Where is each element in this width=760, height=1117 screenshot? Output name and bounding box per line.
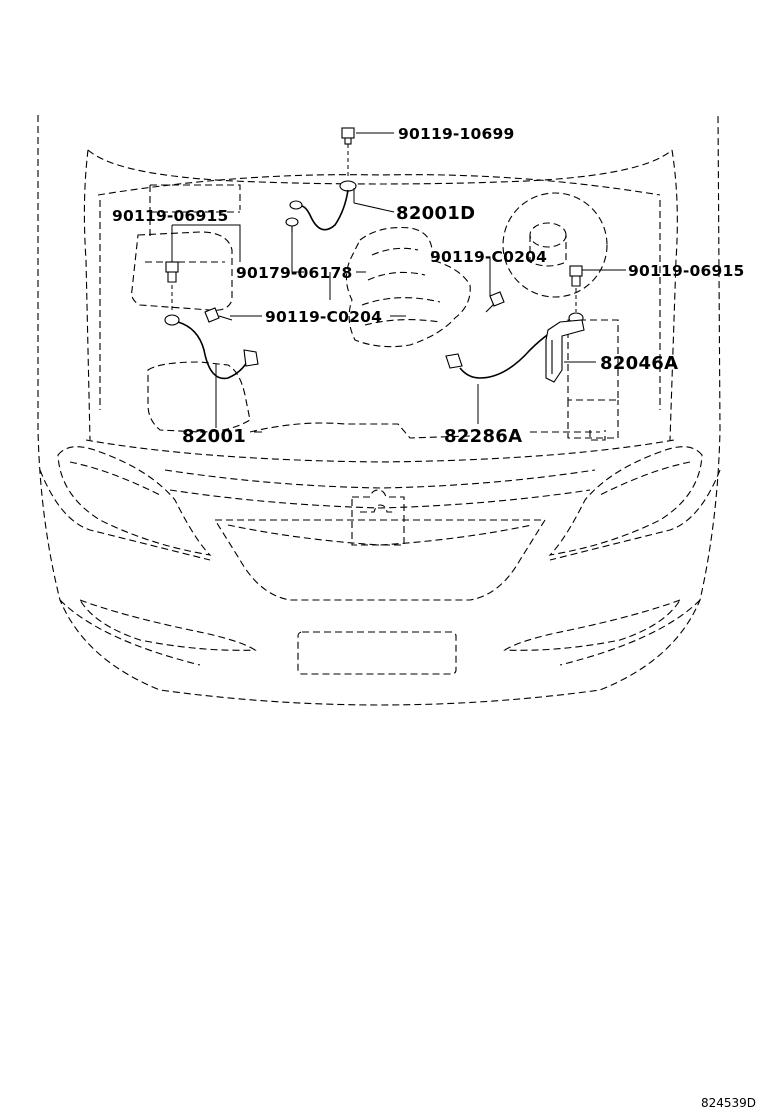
wire-82001D [289,180,357,231]
label-bolt-center-right: 90119-C0204 [430,248,547,266]
screw-mid [285,217,299,232]
label-bolt-right: 90119-06915 [628,262,744,280]
bolt-left [165,261,179,312]
bolt-top [341,127,355,178]
bolt-center-left [204,307,233,323]
label-wire-left: 82001 [182,426,246,447]
label-wire-top: 82001D [396,203,475,224]
engine-components [131,192,619,441]
label-bolt-center-left: 90119-C0204 [265,308,382,326]
label-wire-right: 82286A [444,426,522,447]
car-body-outline [37,114,721,706]
leader-lines [171,132,626,433]
figure-code: 824539D [701,1096,756,1110]
wire-82001 [164,314,259,380]
parts-hardware [164,127,585,383]
label-bolt-top: 90119-10699 [398,125,514,143]
callout-labels: 90119-10699 90119-06915 82001D 90179-061… [112,125,744,447]
label-screw-mid: 90179-06178 [236,264,352,282]
bolt-center-right [485,291,505,313]
bracket-82046A [545,319,585,383]
label-bracket-right: 82046A [600,353,678,374]
label-bolt-left: 90119-06915 [112,207,228,225]
bolt-right [569,265,583,312]
